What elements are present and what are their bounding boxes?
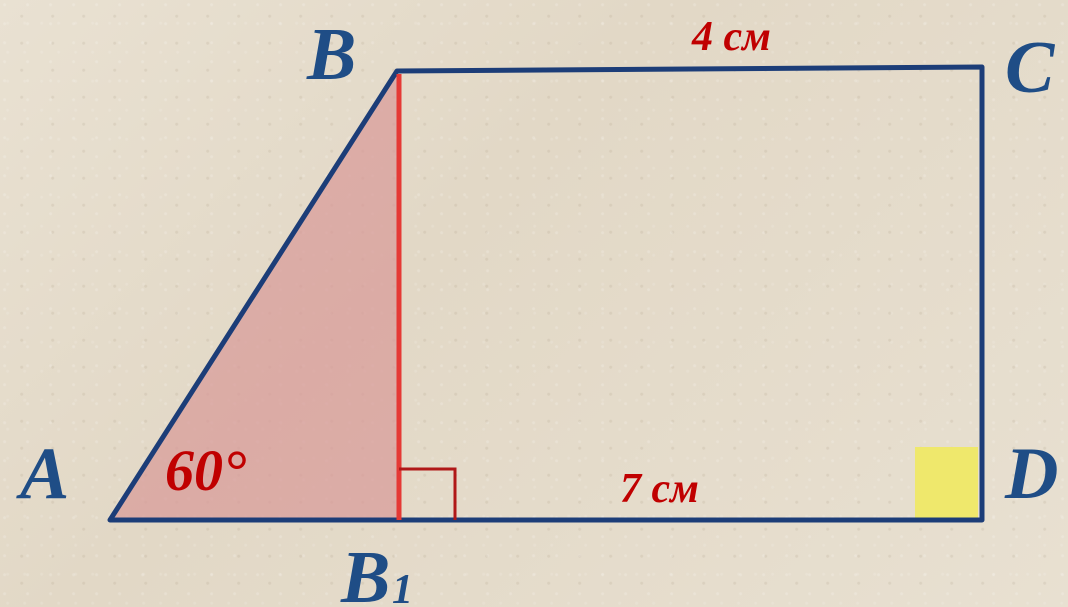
vertex-label-a: A bbox=[16, 433, 69, 515]
top-side-length: 4 см bbox=[691, 14, 771, 60]
angle-a-measure: 60° bbox=[165, 438, 246, 503]
vertex-label-c: C bbox=[1005, 27, 1056, 109]
bottom-segment-length: 7 см bbox=[620, 466, 699, 512]
vertex-label-d: D bbox=[1004, 433, 1058, 515]
right-angle-marker bbox=[399, 467, 457, 520]
trapezoid-outline bbox=[107, 64, 985, 523]
vertex-label-b1-subscript: 1 bbox=[392, 567, 413, 607]
vertex-label-b1: B bbox=[340, 537, 390, 607]
vertex-label-b: B bbox=[306, 14, 356, 96]
corner-highlight bbox=[915, 447, 978, 520]
